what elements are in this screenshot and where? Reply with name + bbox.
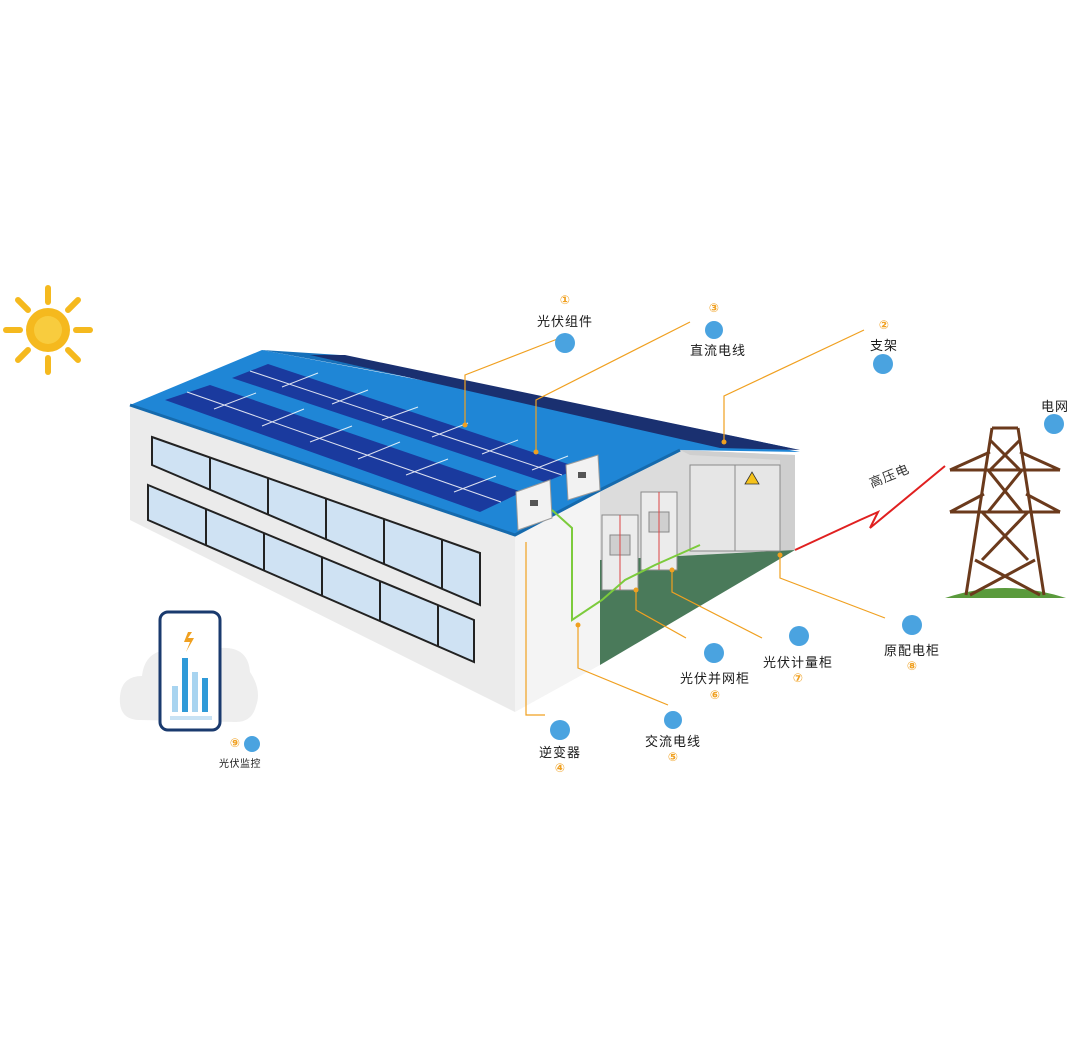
monitoring-phone <box>119 610 258 732</box>
dc-cable-label: 直流电线 <box>689 344 747 359</box>
meter-cabinet-label: 光伏计量柜 <box>762 656 834 671</box>
inverter-num: ④ <box>554 761 566 775</box>
solar-panel-array <box>165 364 580 512</box>
transmission-tower <box>945 426 1066 598</box>
monitoring-label: 光伏监控 <box>219 759 261 770</box>
distribution-cabinet-label: 原配电柜 <box>883 644 941 659</box>
monitoring-icon <box>244 736 260 752</box>
inverter-icon <box>550 720 570 740</box>
dc-cable-num: ③ <box>708 301 720 315</box>
sun-icon <box>3 285 93 375</box>
pv-module-num: ① <box>559 293 571 307</box>
ac-cable-icon <box>664 711 682 729</box>
component-icons <box>244 321 1064 752</box>
dc-cable-icon <box>705 321 723 339</box>
grid-cabinet-label: 光伏并网柜 <box>679 672 751 687</box>
grid-label: 电网 <box>1040 400 1070 415</box>
ac-cable-num: ⑤ <box>667 750 679 764</box>
meter-cabinet-icon <box>789 626 809 646</box>
ac-cable-label: 交流电线 <box>644 735 702 750</box>
pv-module-label: 光伏组件 <box>536 315 594 330</box>
grid-cabinet-num: ⑥ <box>709 688 721 702</box>
bracket-label: 支架 <box>869 339 899 354</box>
leader-lines <box>464 321 886 716</box>
distribution-cabinet-icon <box>902 615 922 635</box>
grid-cabinet-icon <box>704 643 724 663</box>
pv-module-icon <box>555 333 575 353</box>
bracket-icon <box>873 354 893 374</box>
monitoring-num: ⑨ <box>229 736 241 750</box>
distribution-cabinet-num: ⑧ <box>906 659 918 673</box>
inverter-label: 逆变器 <box>538 746 582 761</box>
ac-wire-path <box>551 509 701 622</box>
meter-cabinet-num: ⑦ <box>792 671 804 685</box>
inverter-units <box>515 454 601 531</box>
cabinets <box>601 464 781 591</box>
grid-icon <box>1044 414 1064 434</box>
bracket-num: ② <box>878 318 890 332</box>
high-voltage-wire <box>794 465 946 551</box>
